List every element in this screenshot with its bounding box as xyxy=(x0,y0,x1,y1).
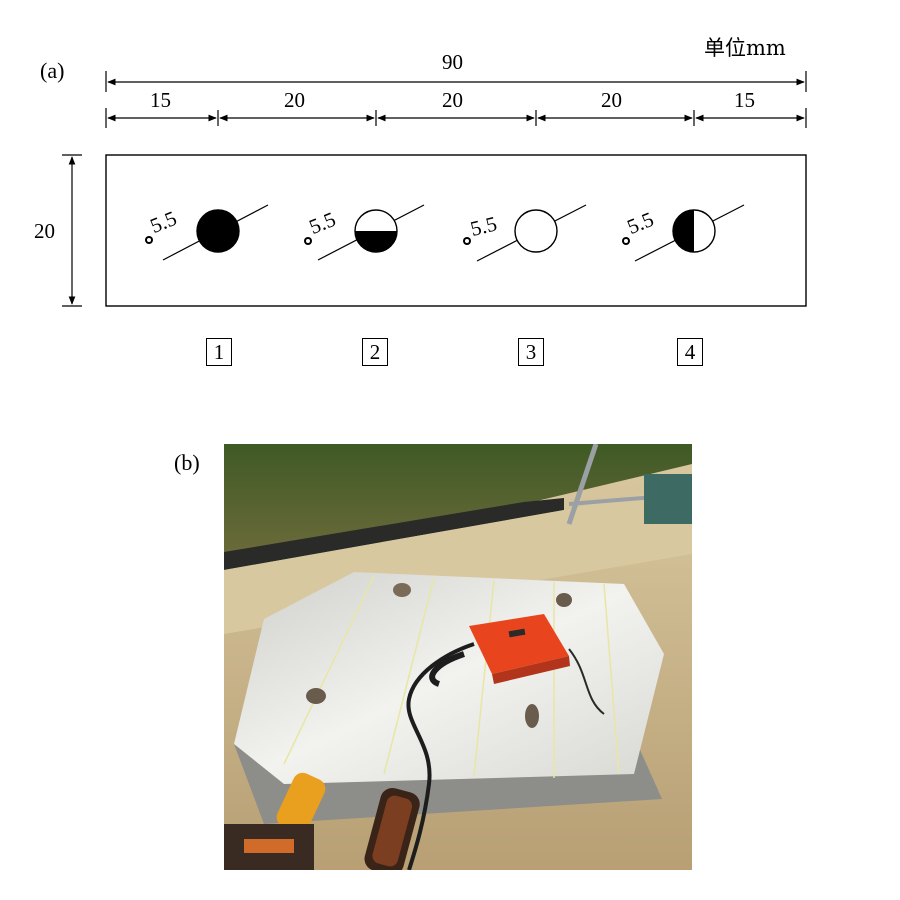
hole-3-diameter-symbol-inner xyxy=(465,239,469,243)
photo-hose-yellow xyxy=(276,772,326,834)
photo-instrument-latch xyxy=(508,628,526,638)
specimen-number-1: 1 xyxy=(206,338,232,366)
photo-hose-highlight xyxy=(372,795,413,867)
hole-3 xyxy=(463,204,587,262)
photo-frame-leg xyxy=(566,444,599,525)
photo-instrument-case xyxy=(469,614,569,674)
segment-value-5: 15 xyxy=(734,88,755,112)
photo-anchor-1 xyxy=(393,583,411,597)
specimen-outline xyxy=(105,154,807,307)
photo-anchor-4 xyxy=(525,704,539,728)
photo-grid-line-1 xyxy=(283,575,375,765)
hole-1-circle xyxy=(196,209,240,253)
hole-2-fill xyxy=(355,231,397,252)
segment-value-3: 20 xyxy=(442,88,463,112)
photo-cable-2 xyxy=(568,648,605,715)
hole-4-fill xyxy=(673,210,694,252)
photo-grid-line-5 xyxy=(603,583,620,775)
hole-4 xyxy=(622,204,745,262)
photo-vegetation xyxy=(224,444,692,554)
panel-a-label: (a) xyxy=(40,58,65,83)
photo-tool-handle xyxy=(244,839,294,853)
specimen-number-4: 4 xyxy=(677,338,703,366)
hole-2-diameter-symbol-inner xyxy=(306,239,310,243)
panel-b-label: (b) xyxy=(174,450,200,475)
hole-3-circle xyxy=(514,209,558,253)
photo-anchor-3 xyxy=(306,688,326,704)
photo-anchor-2 xyxy=(556,593,572,607)
hole-2 xyxy=(304,204,425,261)
photo-curb xyxy=(224,498,564,570)
photo-instrument-case-side xyxy=(492,656,570,684)
specimen-number-2: 2 xyxy=(362,338,388,366)
hole-4-diameter-symbol-inner xyxy=(624,239,628,243)
field-test-photo xyxy=(224,444,692,870)
hole-1-diameter-symbol-inner xyxy=(147,238,151,242)
segment-value-1: 15 xyxy=(150,88,171,112)
field-test-photo-illustration xyxy=(224,444,692,870)
photo-cable-coil xyxy=(429,651,465,687)
schematic-drawing xyxy=(62,71,807,307)
photo-slab-top xyxy=(234,572,664,784)
photo-container xyxy=(644,474,692,524)
hole-1 xyxy=(145,204,269,261)
photo-cable-1 xyxy=(406,642,475,870)
height-value: 20 xyxy=(34,219,55,243)
specimen-number-3: 3 xyxy=(518,338,544,366)
photo-grid-line-2 xyxy=(383,577,435,775)
segment-value-2: 20 xyxy=(284,88,305,112)
total-width-value: 90 xyxy=(442,50,463,74)
unit-label: 单位mm xyxy=(704,36,786,60)
segment-value-4: 20 xyxy=(601,88,622,112)
photo-grid-line-3 xyxy=(473,579,495,777)
